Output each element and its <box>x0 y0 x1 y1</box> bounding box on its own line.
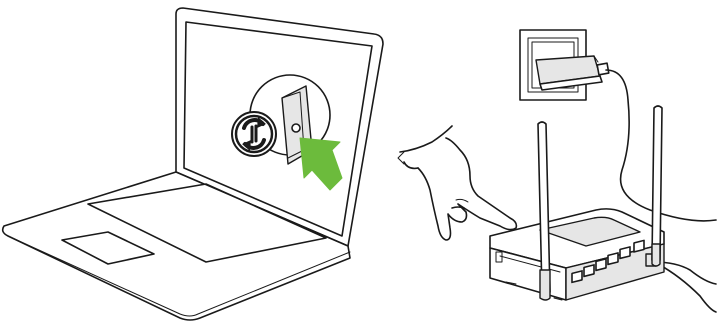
hand-icon <box>398 126 516 240</box>
wps-hardware-button <box>292 124 300 132</box>
sleeve <box>400 126 452 152</box>
hand-outline <box>418 138 516 240</box>
power-adapter-icon <box>536 56 609 90</box>
wps-icon <box>232 112 276 156</box>
antenna-right <box>652 106 662 263</box>
